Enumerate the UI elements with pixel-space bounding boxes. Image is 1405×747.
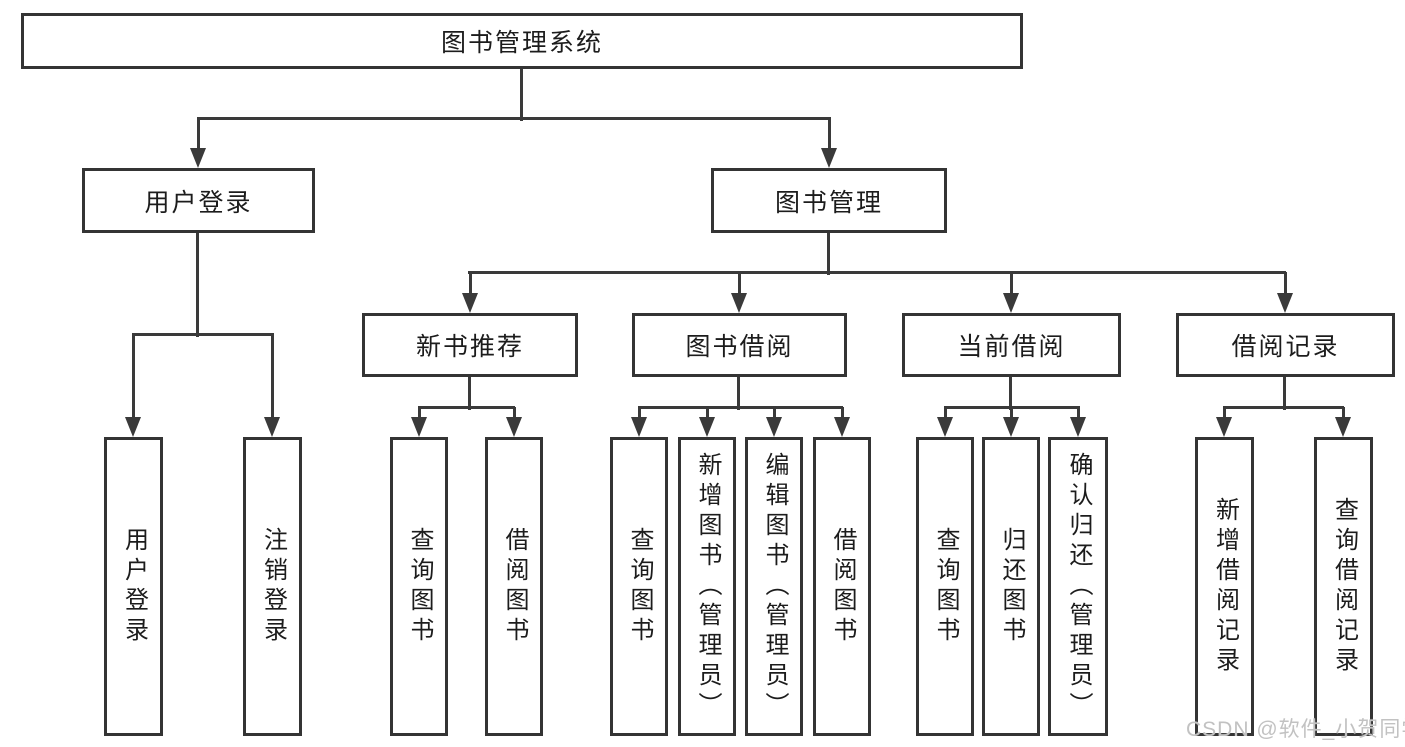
arrowhead-icon — [731, 293, 747, 313]
connector-line — [132, 333, 274, 336]
connector-line — [828, 118, 831, 152]
leaf-edit-books-admin: 编辑图书（管理员） — [745, 437, 803, 736]
leaf-user-login: 用户登录 — [104, 437, 163, 736]
connector-line — [827, 233, 830, 275]
arrowhead-icon — [1003, 417, 1019, 437]
arrowhead-icon — [766, 417, 782, 437]
leaf-borrow-books: 借阅图书 — [813, 437, 871, 736]
connector-line — [271, 334, 274, 421]
connector-line — [1283, 377, 1286, 410]
connector-line — [418, 406, 515, 409]
arrowhead-icon — [1070, 417, 1086, 437]
connector-line — [132, 334, 135, 421]
connector-line — [1077, 407, 1080, 421]
connector-line — [1342, 407, 1345, 421]
connector-line — [706, 407, 709, 421]
leaf-logout: 注销登录 — [243, 437, 302, 736]
leaf-query-books-current: 查询图书 — [916, 437, 974, 736]
arrowhead-icon — [699, 417, 715, 437]
node-new-book-recommendation: 新书推荐 — [362, 313, 578, 377]
arrowhead-icon — [1277, 293, 1293, 313]
arrowhead-icon — [1216, 417, 1232, 437]
node-current-borrowing: 当前借阅 — [902, 313, 1121, 377]
connector-line — [196, 233, 199, 337]
connector-line — [944, 407, 947, 421]
leaf-return-books: 归还图书 — [982, 437, 1040, 736]
arrowhead-icon — [411, 417, 427, 437]
arrowhead-icon — [264, 417, 280, 437]
connector-line — [773, 407, 776, 421]
leaf-borrow-books-recommend: 借阅图书 — [485, 437, 543, 736]
connector-line — [1223, 406, 1344, 409]
node-book-borrowing: 图书借阅 — [632, 313, 847, 377]
connector-line — [1009, 377, 1012, 410]
arrowhead-icon — [1003, 293, 1019, 313]
leaf-query-books-borrow: 查询图书 — [610, 437, 668, 736]
connector-line — [638, 406, 843, 409]
leaf-query-books-recommend: 查询图书 — [390, 437, 448, 736]
arrowhead-icon — [125, 417, 141, 437]
connector-line — [1010, 272, 1013, 297]
connector-line — [638, 407, 641, 421]
connector-line — [418, 407, 421, 421]
connector-line — [197, 118, 200, 152]
arrowhead-icon — [506, 417, 522, 437]
arrowhead-icon — [937, 417, 953, 437]
arrowhead-icon — [462, 293, 478, 313]
csdn-watermark: CSDN @软件_小贺同学 — [1186, 718, 1405, 741]
arrowhead-icon — [821, 148, 837, 168]
connector-line — [841, 407, 844, 421]
connector-line — [197, 117, 831, 120]
connector-line — [468, 271, 1286, 274]
connector-line — [469, 272, 472, 297]
arrowhead-icon — [1335, 417, 1351, 437]
leaf-add-books-admin: 新增图书（管理员） — [678, 437, 736, 736]
connector-line — [1010, 407, 1013, 421]
leaf-confirm-return-admin: 确认归还（管理员） — [1048, 437, 1108, 736]
connector-line — [1223, 407, 1226, 421]
leaf-add-borrow-record: 新增借阅记录 — [1195, 437, 1254, 736]
arrowhead-icon — [834, 417, 850, 437]
connector-line — [513, 407, 516, 421]
connector-line — [738, 272, 741, 297]
leaf-query-borrow-record: 查询借阅记录 — [1314, 437, 1373, 736]
connector-line — [520, 69, 523, 121]
node-root: 图书管理系统 — [21, 13, 1023, 69]
connector-line — [468, 377, 471, 410]
connector-line — [737, 377, 740, 410]
node-borrowing-records: 借阅记录 — [1176, 313, 1395, 377]
connector-line — [1284, 272, 1287, 297]
node-user-login: 用户登录 — [82, 168, 315, 233]
node-book-management: 图书管理 — [711, 168, 947, 233]
arrowhead-icon — [190, 148, 206, 168]
arrowhead-icon — [631, 417, 647, 437]
